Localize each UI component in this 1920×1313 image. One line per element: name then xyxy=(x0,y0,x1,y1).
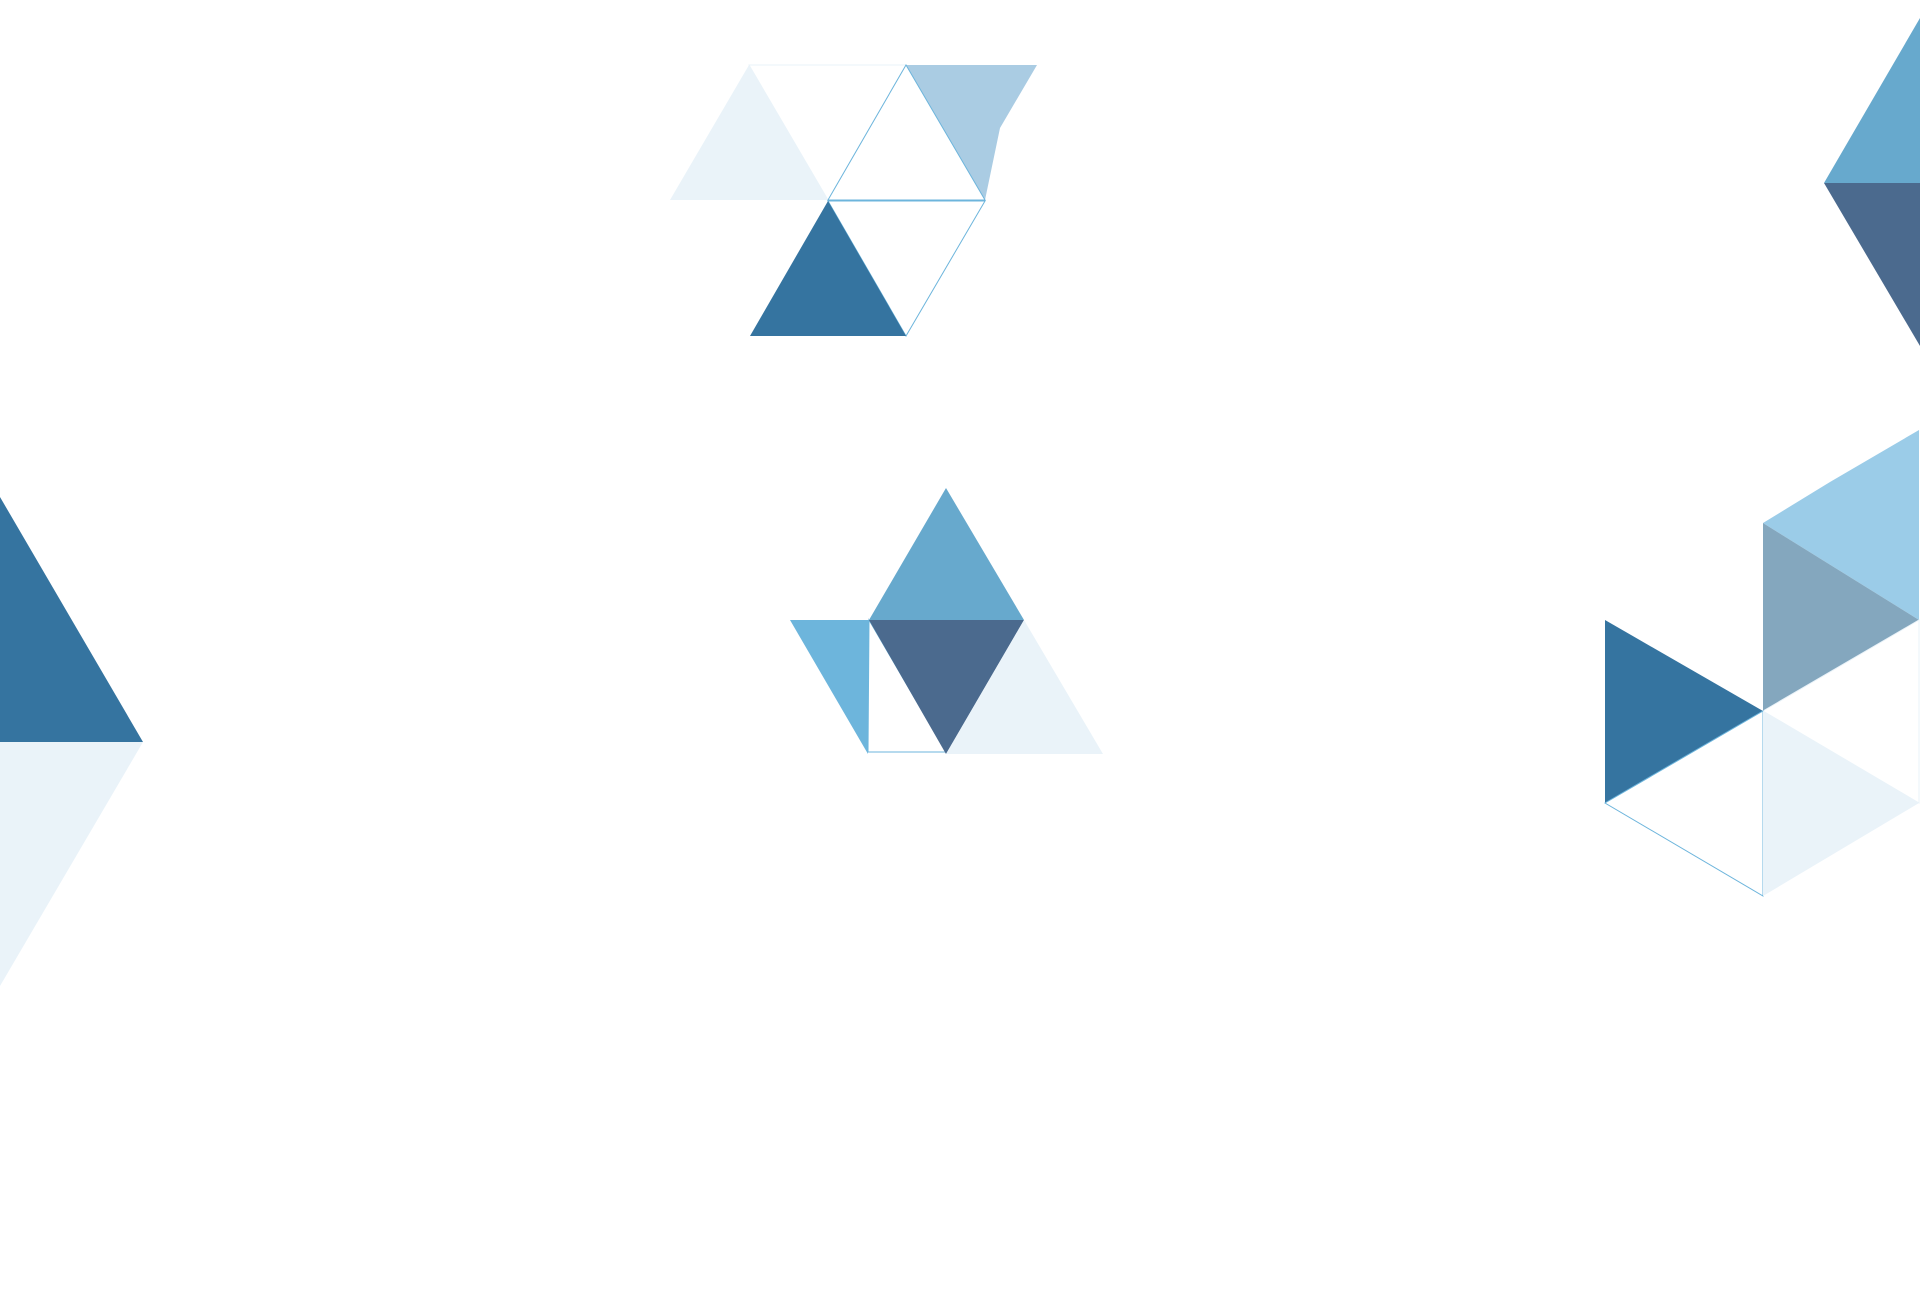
right-cluster xyxy=(1604,430,1920,897)
triangle xyxy=(869,620,1024,754)
triangle xyxy=(906,65,1037,200)
triangle xyxy=(0,497,143,742)
triangle xyxy=(750,201,906,336)
top-center-cluster xyxy=(670,64,1037,337)
triangle xyxy=(1763,523,1919,711)
triangle xyxy=(1824,18,1920,183)
triangle xyxy=(1763,430,1919,620)
triangle xyxy=(790,620,869,754)
top-right-cluster xyxy=(1824,18,1920,346)
triangle xyxy=(1824,183,1920,346)
triangle xyxy=(1605,620,1763,803)
left-cluster xyxy=(0,497,143,986)
center-cluster xyxy=(790,488,1103,754)
triangle xyxy=(670,65,828,200)
triangle xyxy=(869,488,1024,620)
triangle-outline xyxy=(827,64,986,201)
triangle xyxy=(0,742,143,986)
triangle xyxy=(1763,711,1919,896)
triangle xyxy=(946,620,1103,754)
